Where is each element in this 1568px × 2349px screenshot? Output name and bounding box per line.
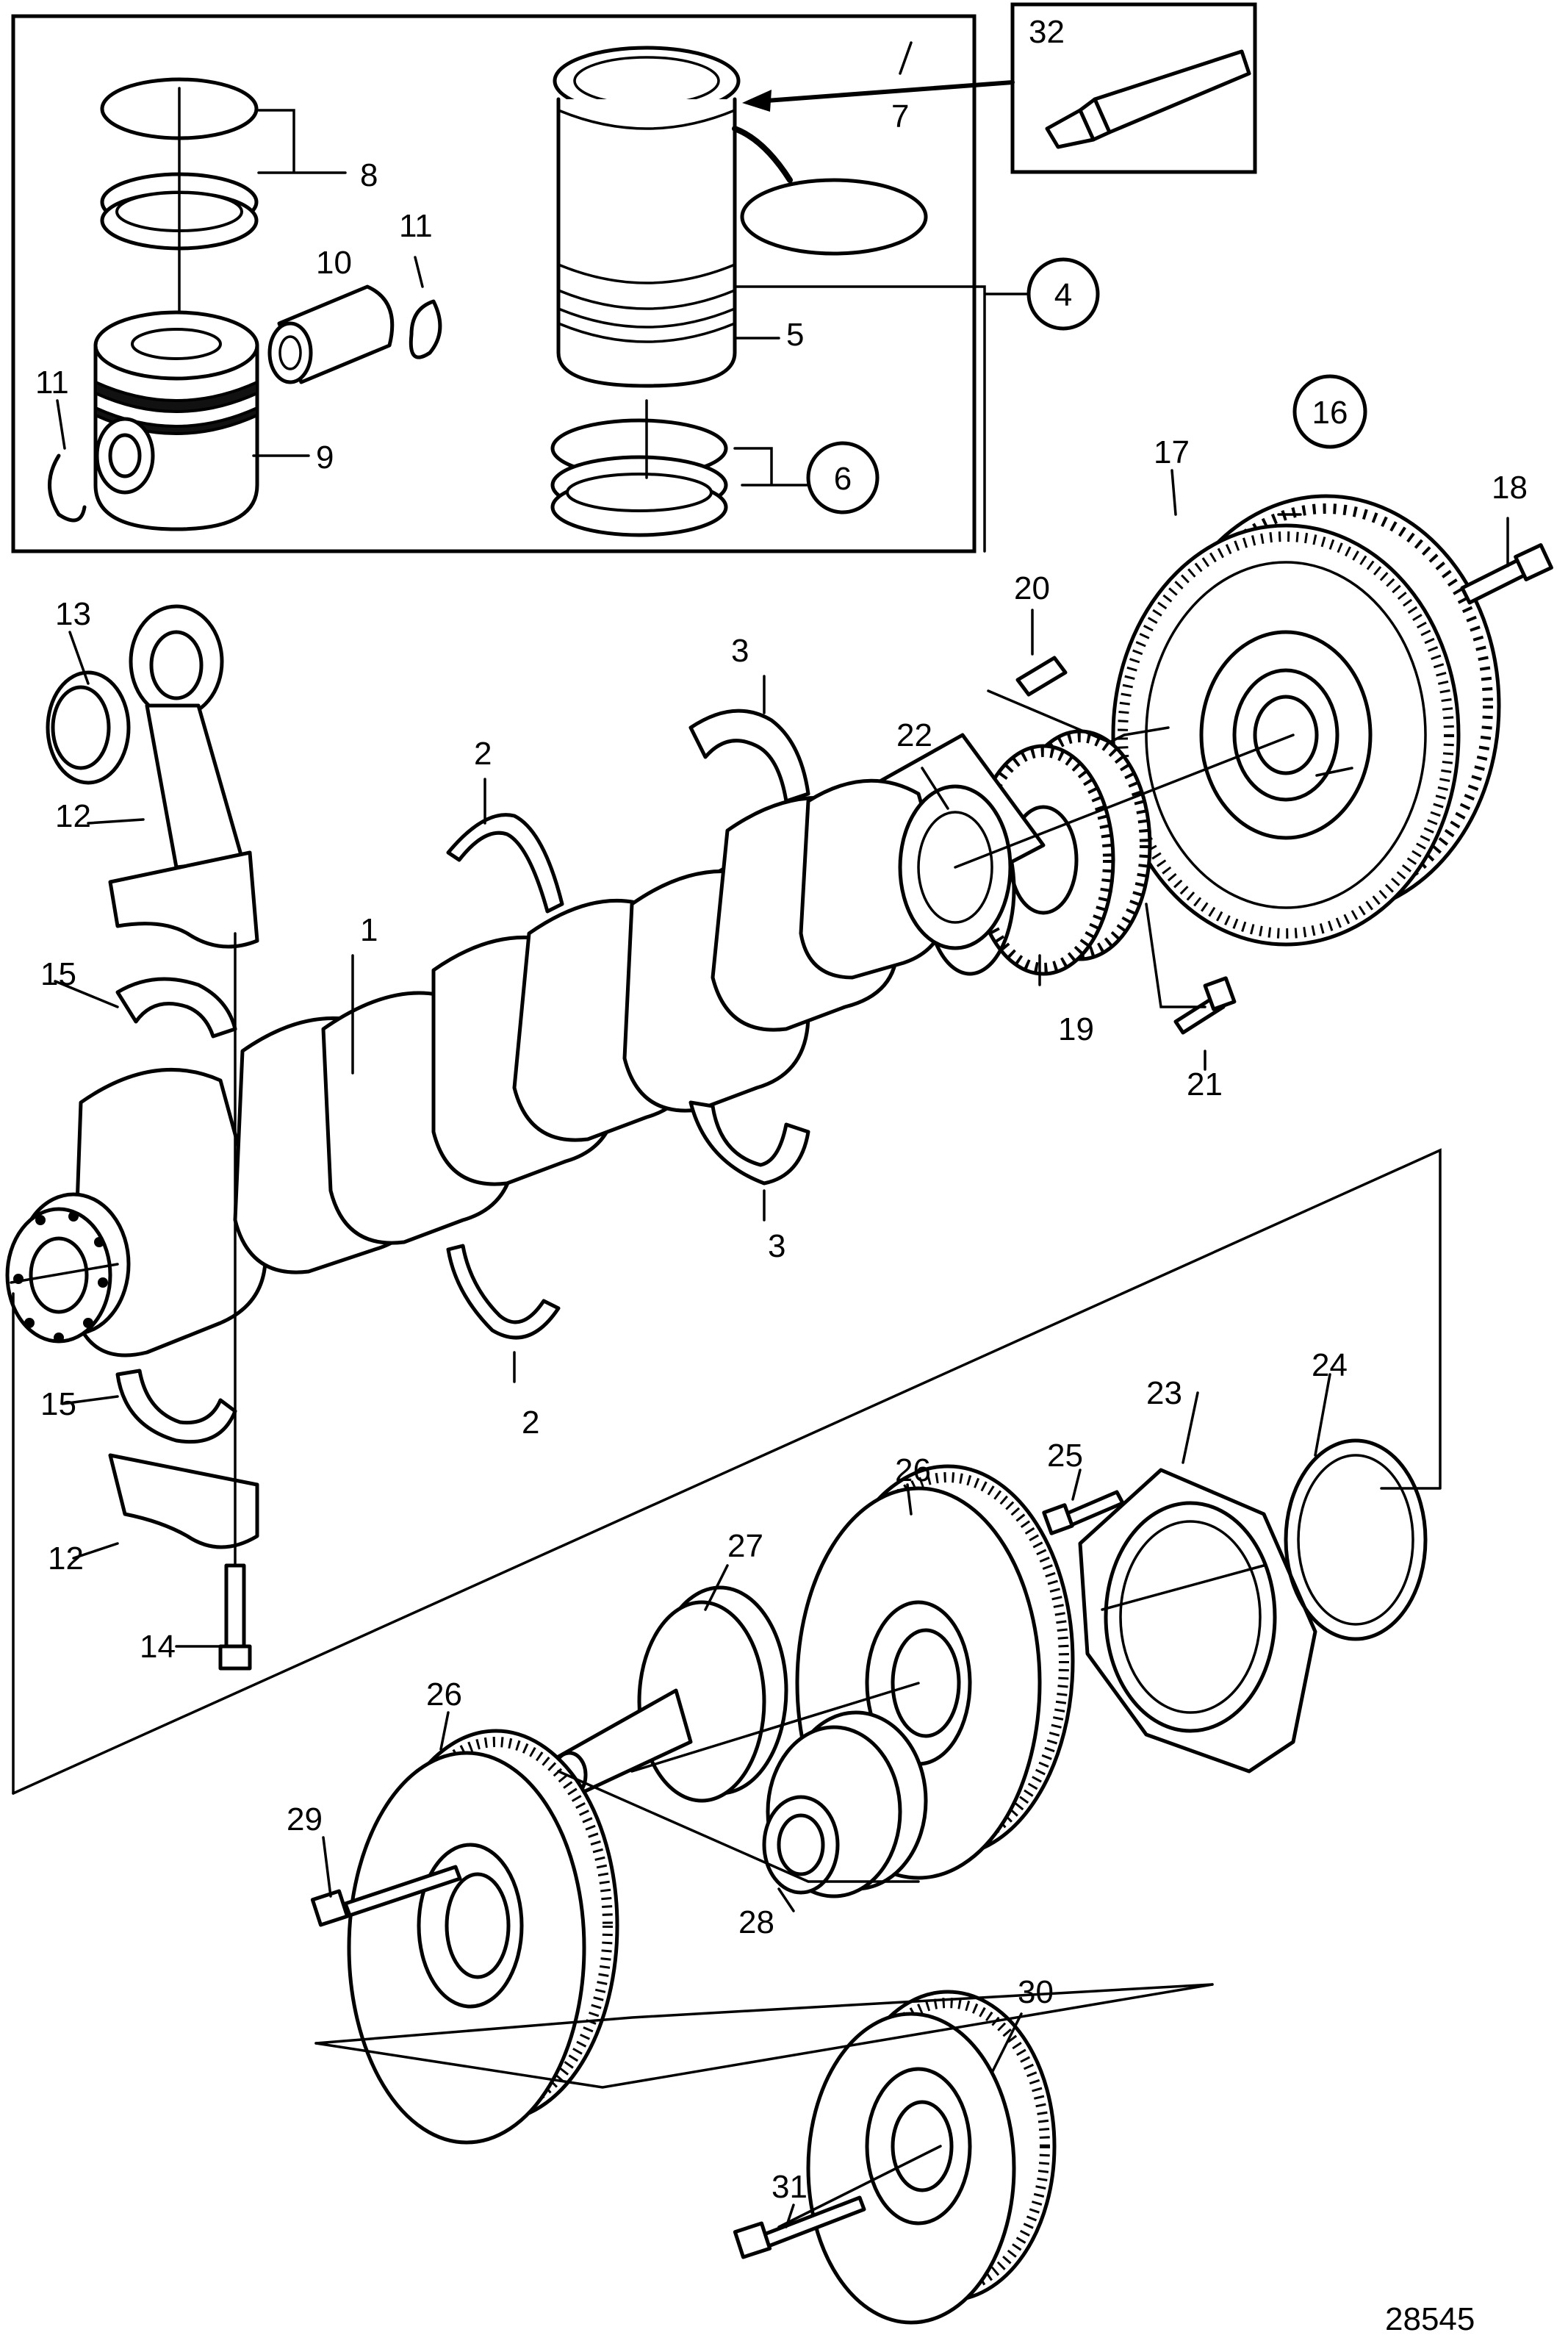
sealant-arrow bbox=[742, 80, 1015, 112]
callout-2-upper: 2 bbox=[474, 736, 492, 772]
piston-rings bbox=[100, 77, 259, 332]
leader-lines bbox=[54, 41, 1509, 2228]
callout-8: 8 bbox=[360, 157, 378, 193]
callout-23: 23 bbox=[1146, 1375, 1182, 1411]
callout-32: 32 bbox=[1029, 14, 1065, 50]
callout-3-upper: 3 bbox=[731, 633, 749, 669]
main-bearing-lower bbox=[688, 1100, 810, 1186]
callout-15-lower: 15 bbox=[40, 1386, 76, 1422]
crank-axis bbox=[10, 1263, 119, 1284]
o-ring-arrow bbox=[732, 126, 793, 183]
callout-10: 10 bbox=[316, 245, 352, 281]
belt-pulley bbox=[806, 1990, 1057, 2325]
callout-16: 16 bbox=[1312, 395, 1348, 431]
callout-17: 17 bbox=[1154, 434, 1190, 470]
callout-4-circle: 4 bbox=[1026, 257, 1100, 331]
front-group-frame bbox=[12, 1148, 1442, 1795]
callout-29: 29 bbox=[287, 1801, 323, 1837]
big-end-shell-lower bbox=[115, 1369, 237, 1444]
callout-31: 31 bbox=[772, 2169, 808, 2205]
callout-20: 20 bbox=[1014, 570, 1050, 606]
callout-21: 21 bbox=[1187, 1066, 1223, 1102]
figure-id: 28545 bbox=[1385, 2301, 1475, 2337]
sealant-box-frame bbox=[1010, 2, 1257, 174]
callout-14: 14 bbox=[140, 1629, 176, 1665]
callout-22: 22 bbox=[896, 717, 932, 753]
vibration-damper-front bbox=[347, 1729, 619, 2145]
callout-19: 19 bbox=[1058, 1011, 1094, 1047]
hub bbox=[551, 1585, 788, 1803]
piston bbox=[93, 310, 259, 531]
cylinder-kit-frame bbox=[11, 14, 977, 553]
callout-13: 13 bbox=[55, 596, 91, 632]
callout-2-lower: 2 bbox=[522, 1405, 539, 1441]
callout-24: 24 bbox=[1312, 1347, 1348, 1383]
thrust-washer-lower bbox=[446, 1244, 561, 1340]
sealant-tube bbox=[1045, 49, 1251, 149]
guide-pin bbox=[1015, 656, 1068, 697]
assembly-lines bbox=[314, 1564, 1265, 2228]
rear-seal bbox=[1284, 1438, 1428, 1641]
callout-11-right: 11 bbox=[399, 208, 433, 244]
rear-cover bbox=[1078, 1468, 1317, 1774]
hub-adapter bbox=[762, 1710, 928, 1898]
callout-16-circle: 16 bbox=[1292, 374, 1367, 449]
callout-5: 5 bbox=[786, 317, 804, 353]
pulley-bracket bbox=[314, 1983, 1214, 2089]
damper-bolt bbox=[310, 1865, 462, 1927]
flywheel-leaders bbox=[987, 689, 1206, 1008]
callout-12-upper: 12 bbox=[55, 798, 91, 834]
callout-18: 18 bbox=[1492, 470, 1528, 506]
circlip-right bbox=[409, 299, 442, 359]
callout-6-circle: 6 bbox=[806, 441, 880, 514]
callout-3-lower: 3 bbox=[768, 1228, 785, 1264]
small-end-bushing bbox=[46, 670, 131, 785]
callout-9: 9 bbox=[316, 440, 334, 476]
callout-26-front: 26 bbox=[426, 1676, 462, 1713]
callout-1: 1 bbox=[360, 912, 378, 948]
callout-12-lower: 12 bbox=[48, 1541, 84, 1577]
callout-7: 7 bbox=[891, 98, 909, 135]
flywheel bbox=[1111, 494, 1501, 947]
circlip-left bbox=[48, 453, 87, 523]
callout-6: 6 bbox=[834, 461, 852, 497]
pulley-bolt bbox=[733, 2195, 866, 2259]
connecting-rod-bolt bbox=[218, 1563, 252, 1671]
crankshaft-gear bbox=[971, 729, 1152, 976]
cover-bolt bbox=[1042, 1490, 1125, 1535]
crankshaft bbox=[5, 733, 1046, 1358]
main-bearing-upper bbox=[688, 709, 810, 803]
callout-4: 4 bbox=[1054, 277, 1072, 313]
piston-pin bbox=[267, 284, 395, 384]
callout-11-left: 11 bbox=[35, 365, 69, 401]
connecting-rod-cap bbox=[108, 1453, 259, 1549]
callout-27: 27 bbox=[727, 1528, 763, 1564]
callout-28: 28 bbox=[738, 1904, 774, 1940]
cylinder-liner bbox=[553, 46, 741, 388]
callout-30: 30 bbox=[1018, 1974, 1054, 2010]
callout-15-upper: 15 bbox=[40, 956, 76, 992]
thrust-washer-upper bbox=[446, 813, 564, 914]
flywheel-bolt bbox=[1460, 543, 1553, 605]
callout-25: 25 bbox=[1047, 1438, 1083, 1474]
screw bbox=[1173, 976, 1237, 1035]
big-end-shell-upper bbox=[115, 977, 237, 1039]
liner-seal-rings bbox=[550, 399, 728, 537]
connecting-rod bbox=[108, 604, 259, 949]
crank-axis-rear bbox=[954, 734, 1295, 869]
callout-26-rear: 26 bbox=[895, 1452, 931, 1488]
liner-o-ring bbox=[740, 178, 928, 256]
